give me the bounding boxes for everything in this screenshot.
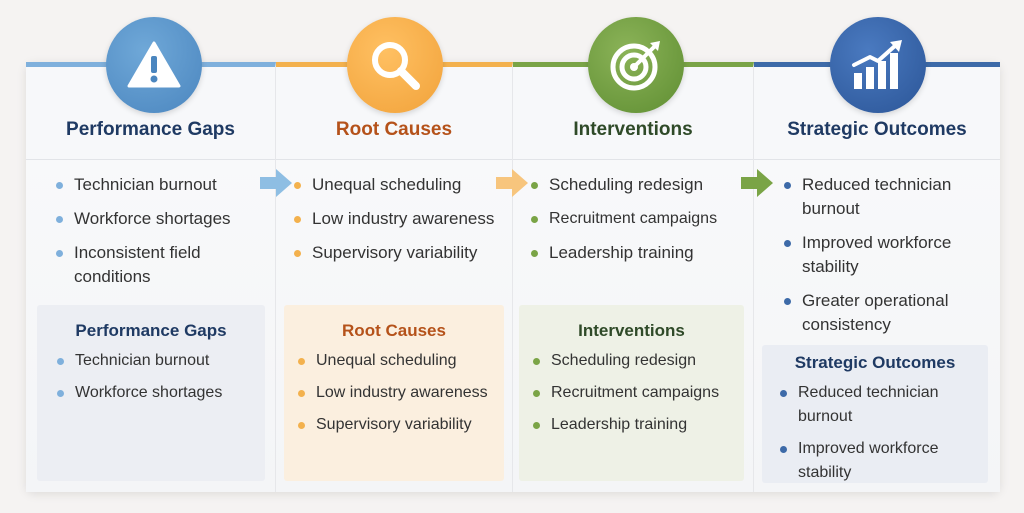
item-list: Scheduling redesign Recruitment campaign…: [531, 173, 749, 275]
list-item: Scheduling redesign: [531, 173, 749, 197]
list-item: Recruitment campaigns: [531, 207, 749, 231]
list-item: Workforce shortages: [56, 207, 266, 231]
list-item: Supervisory variability: [294, 241, 506, 265]
warning-icon: [106, 17, 202, 113]
list-item: Improved workforce stability: [784, 231, 984, 279]
item-list: Reduced technician burnout Improved work…: [784, 173, 984, 347]
summary-box: Strategic Outcomes Reduced technician bu…: [762, 345, 988, 483]
list-item: Recruitment campaigns: [533, 381, 743, 405]
diagram-frame: Performance Gaps Technician burnout Work…: [26, 62, 1000, 492]
summary-box: Interventions Scheduling redesign Recrui…: [519, 305, 744, 481]
column-title: Interventions: [573, 119, 693, 140]
summary-box: Root Causes Unequal scheduling Low indus…: [284, 305, 504, 481]
column-title: Performance Gaps: [66, 119, 235, 140]
list-item: Supervisory variability: [298, 413, 498, 437]
arrow-right-icon: [496, 169, 528, 197]
summary-title: Interventions: [578, 321, 685, 340]
list-item: Inconsistent field conditions: [56, 241, 266, 289]
summary-box: Performance Gaps Technician burnout Work…: [37, 305, 265, 481]
list-item: Technician burnout: [56, 173, 266, 197]
list-item: Scheduling redesign: [533, 349, 743, 373]
magnifier-icon: [347, 17, 443, 113]
growth-chart-icon: [830, 17, 926, 113]
column-title: Strategic Outcomes: [787, 119, 967, 140]
summary-title: Strategic Outcomes: [794, 353, 956, 372]
list-item: Improved workforce stability: [780, 437, 980, 485]
column-performance-gaps: Performance Gaps Technician burnout Work…: [26, 62, 276, 492]
summary-list: Technician burnout Workforce shortages: [57, 349, 257, 413]
list-item: Low industry awareness: [294, 207, 506, 231]
target-icon: [588, 17, 684, 113]
summary-list: Reduced technician burnout Improved work…: [780, 381, 980, 493]
summary-list: Unequal scheduling Low industry awarenes…: [298, 349, 498, 445]
list-item: Unequal scheduling: [294, 173, 506, 197]
list-item: Leadership training: [531, 241, 749, 265]
column-root-causes: Root Causes Unequal scheduling Low indus…: [276, 62, 513, 492]
column-strategic-outcomes: Strategic Outcomes Reduced technician bu…: [754, 62, 1000, 492]
list-item: Technician burnout: [57, 349, 257, 373]
summary-title: Root Causes: [342, 321, 446, 340]
arrow-right-icon: [260, 169, 292, 197]
column-title: Root Causes: [335, 119, 453, 140]
list-item: Leadership training: [533, 413, 743, 437]
list-item: Reduced technician burnout: [784, 173, 984, 221]
arrow-right-icon: [741, 169, 773, 197]
item-list: Unequal scheduling Low industry awarenes…: [294, 173, 506, 275]
summary-title: Performance Gaps: [75, 321, 227, 340]
list-item: Workforce shortages: [57, 381, 257, 405]
item-list: Technician burnout Workforce shortages I…: [56, 173, 266, 299]
list-item: Greater operational consistency: [784, 289, 984, 337]
list-item: Unequal scheduling: [298, 349, 498, 373]
list-item: Reduced technician burnout: [780, 381, 980, 429]
column-interventions: Interventions Scheduling redesign Recrui…: [513, 62, 754, 492]
list-item: Low industry awareness: [298, 381, 498, 405]
summary-list: Scheduling redesign Recruitment campaign…: [533, 349, 743, 445]
